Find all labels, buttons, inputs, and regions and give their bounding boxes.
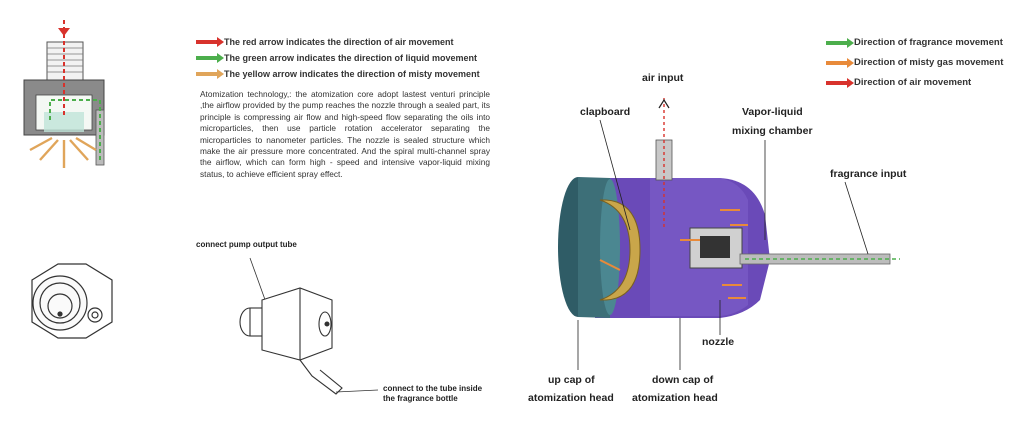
legend-item-misty-gas: Direction of misty gas movement (826, 57, 1003, 68)
legend-label: Direction of fragrance movement (854, 37, 1003, 48)
legend-item-air-right: Direction of air movement (826, 77, 971, 88)
green-arrow-icon (826, 37, 854, 48)
label-down-cap-1: down cap of (652, 374, 714, 386)
legend-label: Direction of misty gas movement (854, 57, 1004, 68)
yellow-arrow-icon (196, 69, 224, 79)
hex-nut-illustration (31, 263, 113, 339)
legend-item-air: The red arrow indicates the direction of… (196, 37, 454, 47)
label-vapor-2: mixing chamber (732, 125, 813, 137)
red-arrow-icon (196, 37, 224, 47)
label-connect-tube-2: the fragrance bottle (383, 394, 458, 403)
nozzle-sketch-illustration (239, 257, 379, 395)
orange-arrow-icon (826, 57, 854, 68)
label-fragrance-input: fragrance input (830, 168, 907, 180)
legend-label: The green arrow indicates the direction … (224, 53, 478, 63)
atomization-head-illustration (558, 98, 900, 370)
legend-label: The yellow arrow indicates the direction… (224, 69, 480, 79)
legend-item-liquid: The green arrow indicates the direction … (196, 53, 477, 63)
legend-item-misty: The yellow arrow indicates the direction… (196, 69, 480, 79)
description-text: Atomization technology,: the atomization… (200, 89, 490, 179)
label-clapboard: clapboard (580, 106, 631, 118)
green-arrow-icon (196, 53, 224, 63)
legend-label: Direction of air movement (854, 77, 972, 88)
legend-item-fragrance: Direction of fragrance movement (826, 37, 1003, 48)
cross-section-nozzle-illustration (23, 20, 105, 168)
legend-label: The red arrow indicates the direction of… (224, 37, 454, 47)
label-up-cap-1: up cap of (548, 374, 595, 386)
label-connect-tube-1: connect to the tube inside (383, 384, 483, 393)
label-down-cap-2: atomization head (632, 392, 718, 404)
red-arrow-icon (826, 77, 854, 88)
label-up-cap-2: atomization head (528, 392, 614, 404)
label-air-input: air input (642, 72, 684, 84)
label-nozzle: nozzle (702, 336, 735, 348)
label-connect-pump: connect pump output tube (196, 240, 297, 249)
label-vapor-1: Vapor-liquid (742, 106, 803, 118)
